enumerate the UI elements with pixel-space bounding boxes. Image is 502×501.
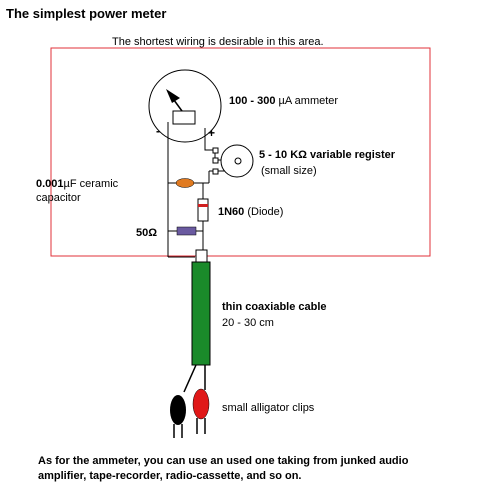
diode-label: 1N60 (Diode) [218, 206, 283, 219]
vr-terminal-top [212, 147, 219, 154]
vr-terminal-mid [212, 157, 219, 164]
capacitor-icon [175, 178, 195, 188]
variable-resistor-label: 5 - 10 KΩ variable register [259, 149, 395, 162]
variable-resistor-note: (small size) [261, 165, 317, 177]
diode-suffix: (Diode) [244, 206, 284, 218]
footer-line-2: amplifier, tape-recorder, radio-cassette… [38, 470, 302, 482]
wires [167, 122, 225, 258]
ammeter-unit: µA [278, 95, 292, 107]
ammeter-minus: - [156, 124, 160, 138]
red-alligator-clip [192, 388, 210, 434]
cable-length: 20 - 30 cm [222, 317, 274, 329]
capacitor-label-line2: capacitor [36, 192, 81, 204]
ammeter-suffix: ammeter [291, 95, 339, 107]
variable-resistor-knob [234, 157, 242, 165]
resistor-icon [176, 226, 197, 236]
footer-line-1: As for the ammeter, you can use an used … [38, 455, 409, 467]
ammeter-label: 100 - 300 µA ammeter [229, 95, 338, 108]
diode-band [198, 204, 208, 207]
black-alligator-clip [170, 395, 186, 438]
clips-label: small alligator clips [222, 402, 315, 414]
diode-part: 1N60 [218, 206, 245, 218]
resistor-unit: Ω [148, 227, 158, 239]
vr-value: 5 - 10 [259, 149, 291, 161]
vr-unit: KΩ [290, 149, 307, 161]
page-title: The simplest power meter [6, 6, 167, 21]
ammeter-movement [172, 110, 196, 125]
capacitor-label: 0.001µF ceramic [36, 178, 118, 191]
short-wiring-area [50, 47, 431, 257]
capacitor-value: 0.001 [36, 178, 64, 190]
resistor-value: 50 [136, 227, 149, 239]
resistor-label: 50Ω [136, 227, 157, 240]
cable-label: thin coaxiable cable [222, 301, 327, 313]
diode-icon [197, 198, 209, 222]
ammeter-needle-arrow [166, 89, 180, 103]
clip-leads [183, 364, 206, 393]
capacitor-unit: µF [63, 178, 77, 190]
ammeter-plus: + [208, 126, 216, 140]
wiring-note: The shortest wiring is desirable in this… [112, 36, 324, 48]
vr-terminal-bottom [212, 168, 219, 175]
capacitor-suffix: ceramic [76, 178, 119, 190]
ammeter-value: 100 - 300 [229, 95, 279, 107]
vr-suffix: variable register [306, 149, 396, 161]
coax-cable [191, 261, 211, 366]
ammeter-circle [148, 69, 222, 143]
